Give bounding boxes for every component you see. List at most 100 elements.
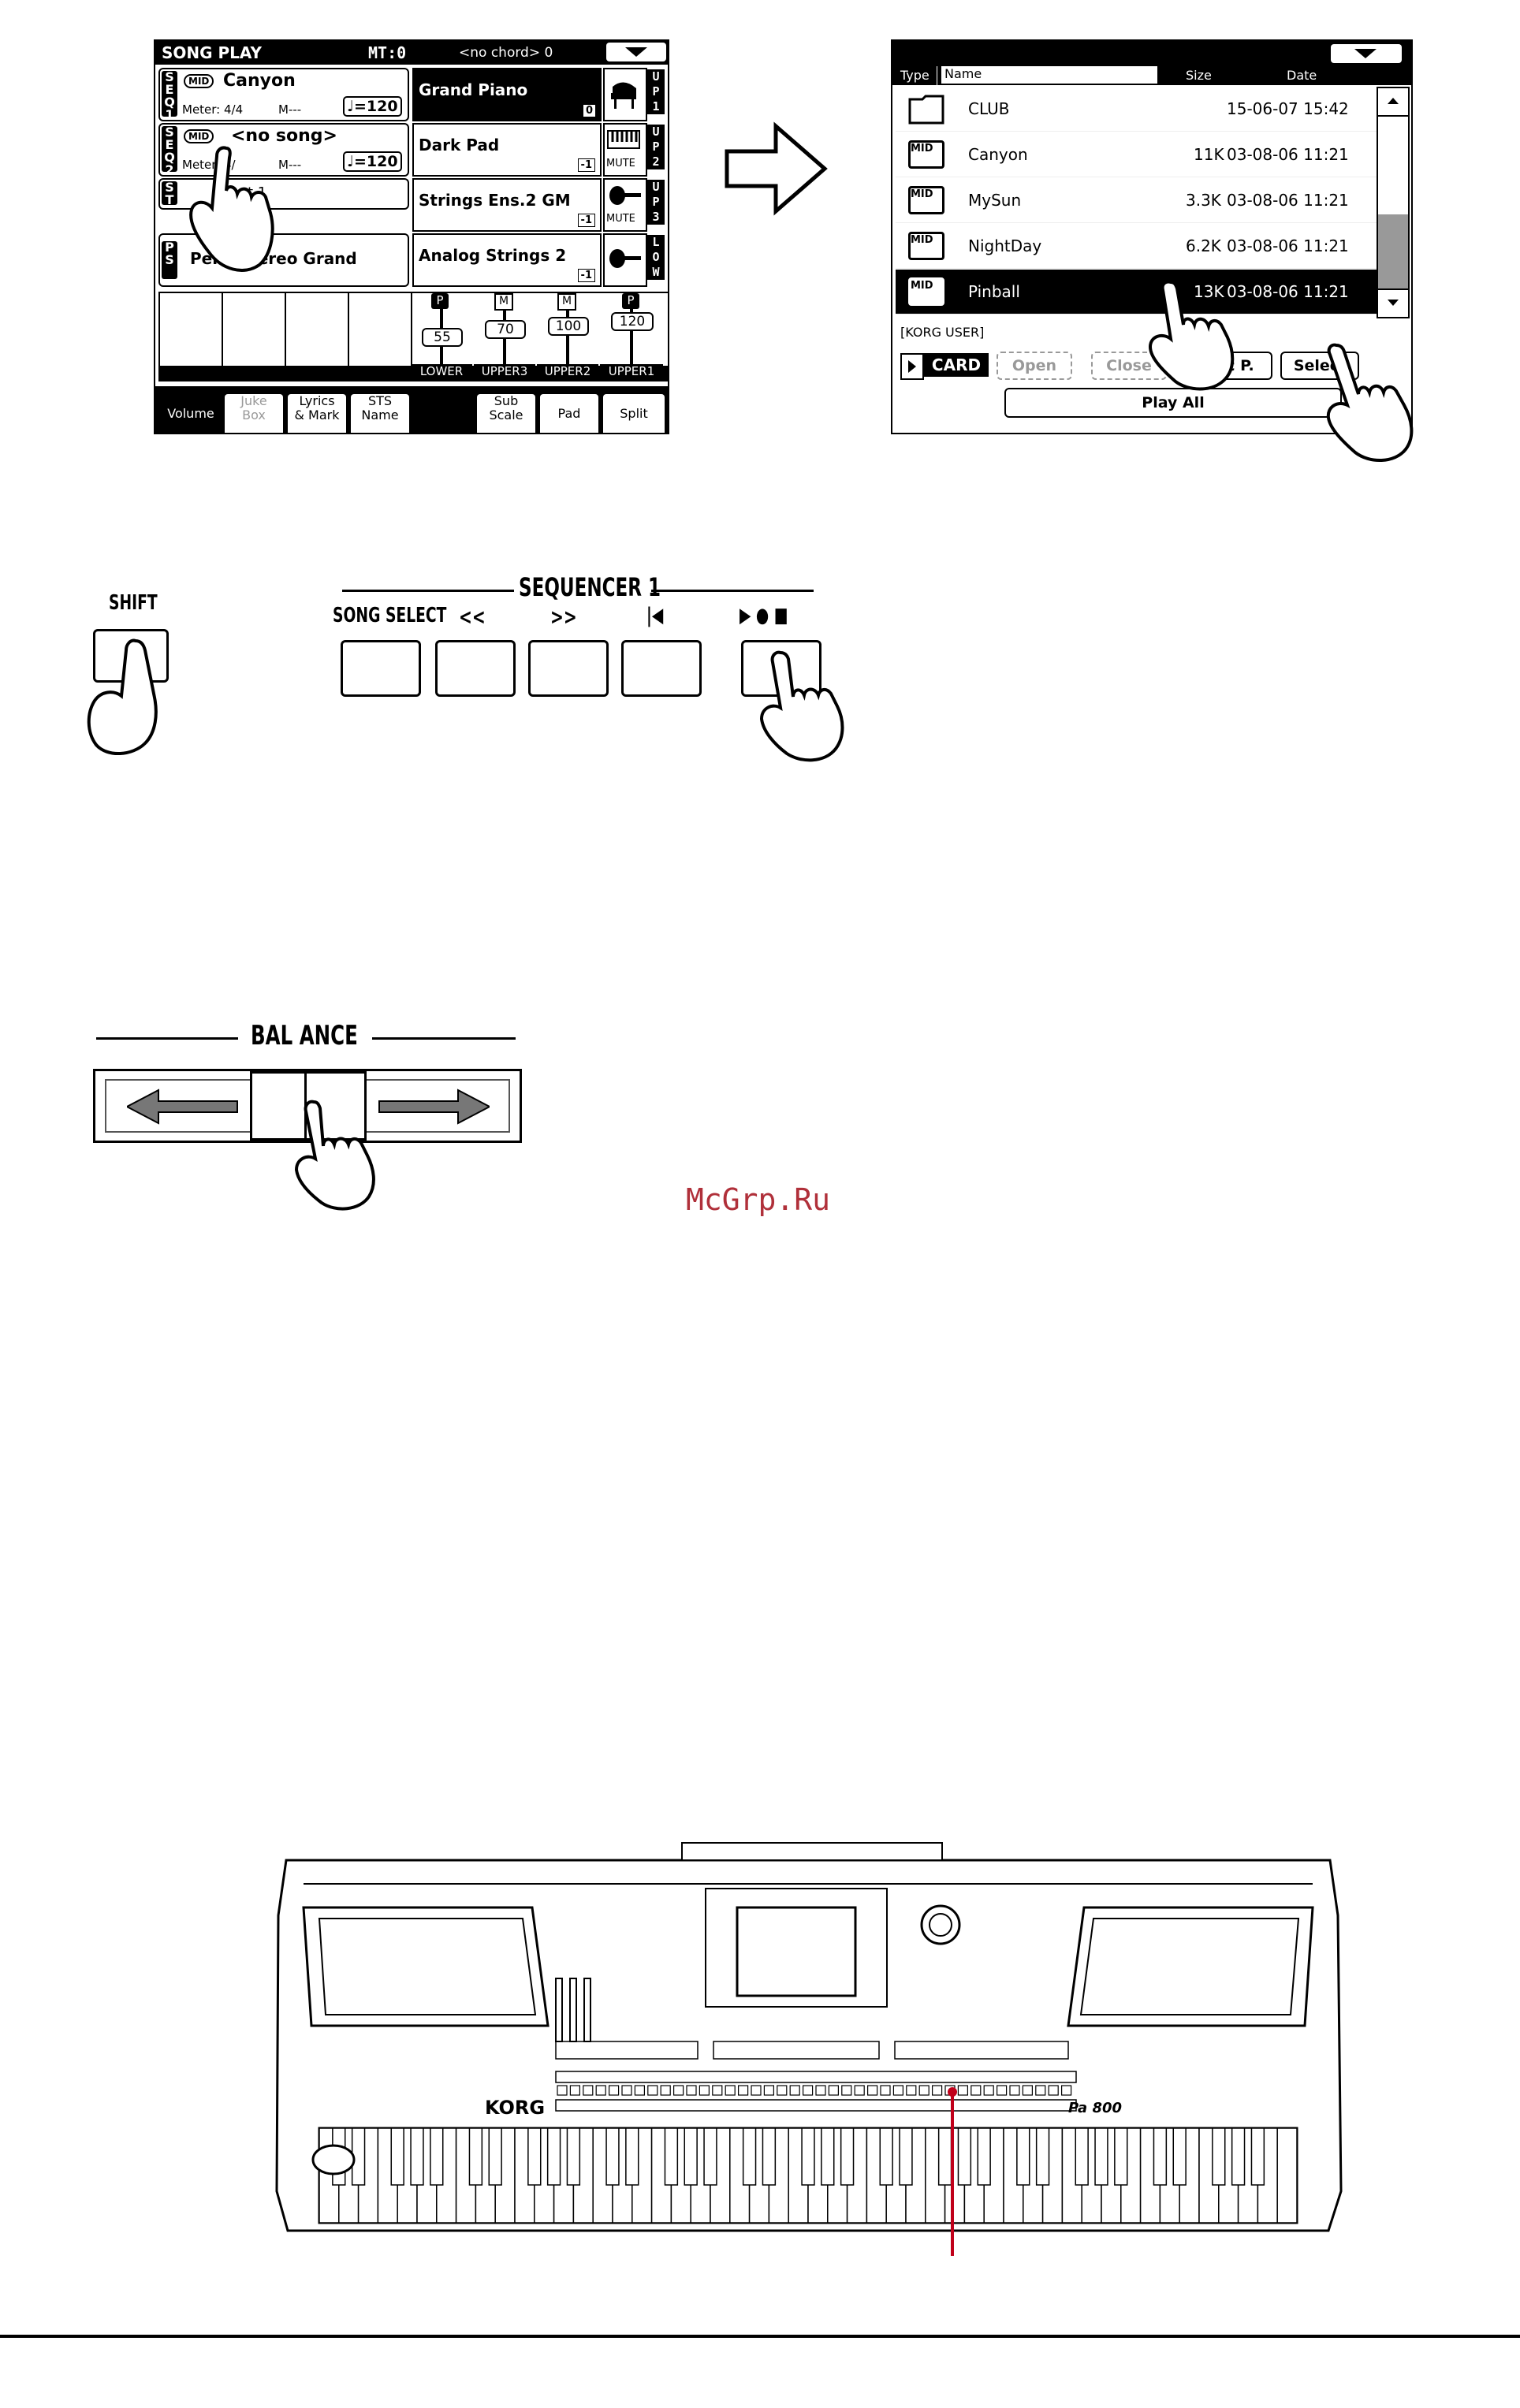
header-name[interactable]: Name xyxy=(941,66,1157,84)
chevron-down-icon xyxy=(1354,49,1377,58)
song-select-button[interactable] xyxy=(341,640,421,697)
black-key xyxy=(821,2127,835,2186)
mode-badge: M xyxy=(557,293,576,311)
keyboard-icon[interactable]: MUTE xyxy=(603,123,647,177)
black-key xyxy=(664,2127,679,2186)
panel-button xyxy=(931,2085,943,2096)
panel-button xyxy=(918,2085,930,2096)
seq1-measure: M--- xyxy=(278,102,302,117)
black-key xyxy=(840,2127,855,2186)
home-button[interactable] xyxy=(621,640,702,697)
balance-arrows-icon xyxy=(127,1089,490,1125)
volume-value[interactable]: 120 xyxy=(611,312,654,331)
shift-label: SHIFT xyxy=(109,591,158,615)
seq2-tempo[interactable]: ♩=120 xyxy=(343,151,402,172)
track-up3[interactable]: Strings Ens.2 GM -1 xyxy=(412,178,602,232)
panel-button xyxy=(647,2085,658,2096)
volume-value[interactable]: 100 xyxy=(548,317,589,336)
panel-button xyxy=(892,2085,904,2096)
tab-volume[interactable]: Volume xyxy=(160,393,222,433)
mixer-channel-lower[interactable]: P 55 LOWER xyxy=(411,293,472,378)
black-key xyxy=(1250,2127,1265,2186)
fast-forward-button[interactable] xyxy=(528,640,609,697)
panel-button xyxy=(609,2085,620,2096)
black-keys xyxy=(332,2127,1265,2186)
file-name: Canyon xyxy=(968,145,1028,164)
mixer-channel-upper3[interactable]: M 70 UPPER3 xyxy=(474,293,535,378)
panel-button xyxy=(763,2085,775,2096)
channel-label: LOWER xyxy=(411,364,472,378)
rewind-button[interactable] xyxy=(435,640,516,697)
black-key xyxy=(1094,2127,1108,2186)
tab-sub-scale[interactable]: Sub Scale xyxy=(475,393,537,433)
header-type[interactable]: Type xyxy=(900,68,930,83)
violin-icon[interactable]: MUTE xyxy=(603,178,647,232)
channel-label: UPPER3 xyxy=(474,364,535,378)
header-date[interactable]: Date xyxy=(1287,68,1317,83)
file-row[interactable]: MID NightDay 6.2K 03-08-06 11:21 xyxy=(896,224,1377,269)
black-key xyxy=(1035,2127,1050,2186)
black-key xyxy=(1153,2127,1168,2186)
panel-button xyxy=(996,2085,1008,2096)
track-up2[interactable]: Dark Pad -1 xyxy=(412,123,602,177)
tab-pad[interactable]: Pad xyxy=(538,393,600,433)
mixer-channel-upper1[interactable]: P 120 UPPER1 xyxy=(600,293,663,378)
panel-button xyxy=(1048,2085,1059,2096)
tab-jukebox[interactable]: Juke Box xyxy=(223,393,285,433)
seq1-tempo[interactable]: ♩=120 xyxy=(343,96,402,117)
panel-button xyxy=(583,2085,594,2096)
track-up1[interactable]: Grand Piano 0 xyxy=(412,68,602,121)
track-low[interactable]: Analog Strings 2 -1 xyxy=(412,233,602,287)
play-all-button[interactable]: Play All xyxy=(1004,388,1342,418)
header-size[interactable]: Size xyxy=(1186,68,1212,83)
midi-file-icon: MID xyxy=(184,129,214,143)
black-key xyxy=(684,2127,698,2186)
midi-file-icon: MID xyxy=(184,74,214,88)
file-row-selected[interactable]: MID Pinball 13K 03-08-06 11:21 xyxy=(896,270,1377,314)
tab-sts-name[interactable]: STS Name xyxy=(349,393,411,433)
file-row[interactable]: MID MySun 3.3K 03-08-06 11:21 xyxy=(896,178,1377,223)
panel-button xyxy=(595,2085,606,2096)
piano-icon[interactable] xyxy=(603,68,647,121)
panel-button xyxy=(1060,2085,1072,2096)
black-key xyxy=(1016,2127,1030,2186)
mode-badge: P xyxy=(431,293,449,309)
menu-button[interactable] xyxy=(606,43,666,61)
tab-lyrics-mark[interactable]: Lyrics & Mark xyxy=(286,393,348,433)
scrollbar[interactable] xyxy=(1377,87,1410,318)
file-row[interactable]: CLUB 15-06-07 15:42 xyxy=(896,87,1377,132)
device-name[interactable]: CARD xyxy=(924,353,989,377)
tab-split[interactable]: Split xyxy=(602,393,666,433)
hand-pointer-icon xyxy=(1326,343,1414,463)
seq2-measure: M--- xyxy=(278,158,302,172)
scroll-up-button[interactable] xyxy=(1378,88,1408,117)
scroll-thumb[interactable] xyxy=(1378,214,1408,288)
balance-slider[interactable] xyxy=(93,1069,522,1143)
volume-value[interactable]: 55 xyxy=(422,328,463,347)
menu-button[interactable] xyxy=(1331,44,1402,63)
device-selector-button[interactable] xyxy=(900,353,924,380)
file-name: CLUB xyxy=(968,99,1010,118)
chord-display: <no chord> 0 xyxy=(459,45,553,61)
red-pointer-tail xyxy=(951,2221,954,2256)
arrow-right-icon xyxy=(725,121,828,216)
mode-badge: P xyxy=(622,293,639,309)
octave-indicator: -1 xyxy=(577,214,595,227)
volume-value[interactable]: 70 xyxy=(485,320,526,339)
scroll-down-button[interactable] xyxy=(1378,288,1408,317)
track-name: Analog Strings 2 xyxy=(419,246,567,265)
octave-indicator: -1 xyxy=(577,158,595,172)
watermark-text: McGrp.Ru xyxy=(686,1182,831,1217)
mixer-channel-upper2[interactable]: M 100 UPPER2 xyxy=(537,293,598,378)
black-key xyxy=(957,2127,972,2186)
violin-icon[interactable] xyxy=(603,233,647,287)
open-button[interactable]: Open xyxy=(997,352,1072,380)
black-key xyxy=(899,2127,913,2186)
file-row[interactable]: MID Canyon 11K 03-08-06 11:21 xyxy=(896,132,1377,177)
